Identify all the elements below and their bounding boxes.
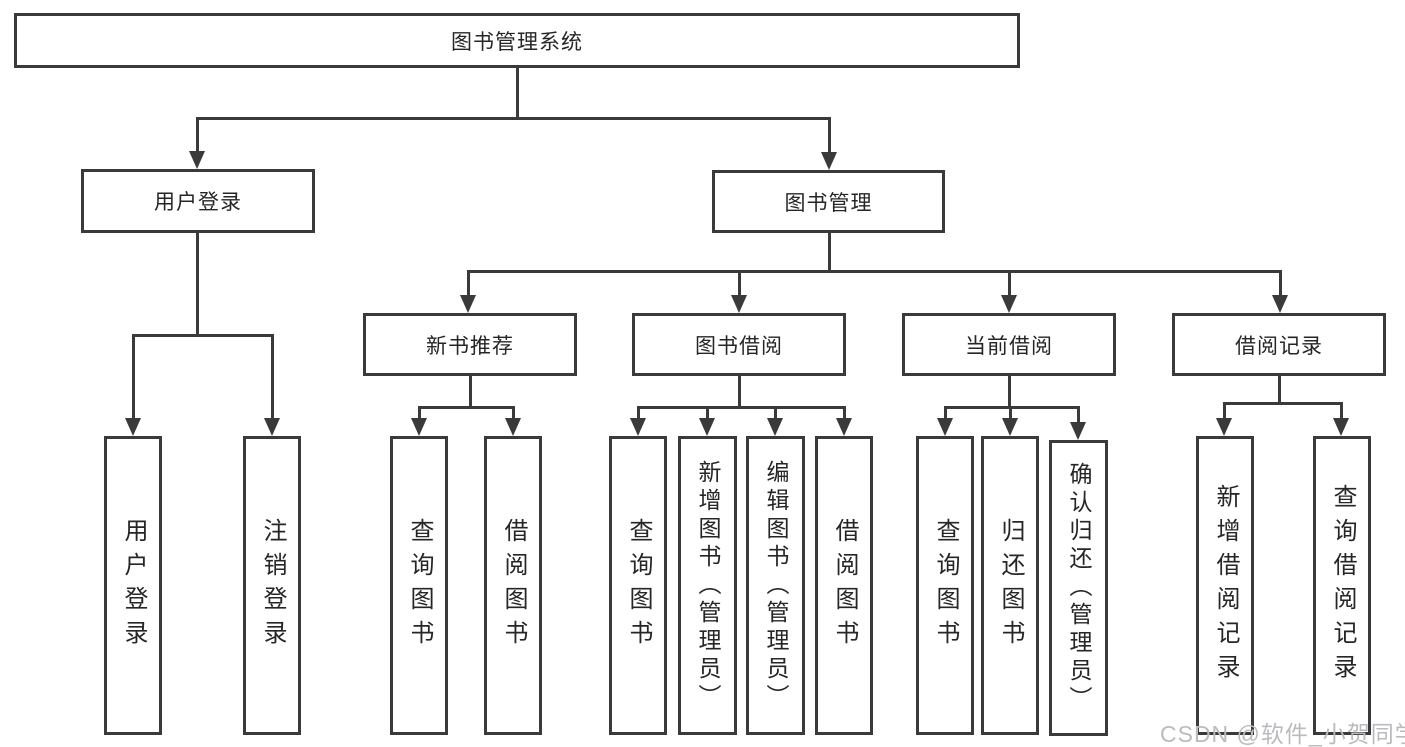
connector-line	[1223, 402, 1226, 420]
arrowhead-down	[125, 418, 141, 436]
connector-line	[1340, 402, 1343, 420]
arrowhead-down	[1216, 418, 1232, 436]
node-label: 查询图书	[406, 517, 433, 654]
connector-line	[1278, 376, 1281, 405]
arrowhead-down	[937, 418, 953, 436]
connector-line	[637, 406, 846, 409]
node-edit-book-admin: 编辑图书（管理员）	[746, 436, 805, 735]
node-label: 用户登录	[154, 191, 242, 214]
connector-line	[843, 406, 846, 420]
connector-line	[196, 117, 199, 153]
node-label: 新书推荐	[426, 334, 514, 358]
arrowhead-down	[1070, 422, 1086, 440]
arrowhead-down	[1001, 295, 1017, 313]
node-new-book-recommend: 新书推荐	[363, 313, 577, 376]
node-label: 归还图书	[997, 517, 1024, 654]
node-book-management: 图书管理	[712, 170, 945, 233]
node-label: 图书管理系统	[451, 30, 583, 54]
arrowhead-down	[699, 418, 715, 436]
connector-line	[467, 270, 470, 298]
connector-line	[828, 233, 831, 273]
node-query-books-recommend: 查询图书	[390, 436, 448, 735]
arrowhead-down	[505, 418, 521, 436]
node-label: 新增图书（管理员）	[695, 459, 721, 712]
node-label: 借阅图书	[500, 517, 527, 654]
node-label: 新增借阅记录	[1212, 483, 1239, 688]
node-label: 查询借阅记录	[1329, 483, 1356, 688]
arrowhead-down	[1002, 418, 1018, 436]
connector-line	[418, 406, 515, 409]
connector-line	[516, 68, 519, 119]
node-label: 图书管理	[784, 191, 873, 215]
connector-line	[512, 406, 515, 420]
connector-line	[706, 406, 709, 420]
node-label: 图书借阅	[695, 334, 783, 358]
arrowhead-down	[460, 295, 476, 313]
node-label: 借阅图书	[831, 517, 858, 654]
node-book-borrowing: 图书借阅	[632, 313, 846, 376]
connector-line	[738, 270, 741, 298]
node-label: 确认归还（管理员）	[1066, 462, 1092, 714]
node-label: 查询图书	[932, 517, 959, 654]
connector-line	[1009, 406, 1012, 420]
arrowhead-down	[411, 418, 427, 436]
arrowhead-down	[821, 152, 837, 170]
connector-line	[418, 406, 421, 420]
connector-line	[1223, 402, 1343, 405]
node-borrow-books-borrowing: 借阅图书	[815, 436, 873, 735]
connector-line	[469, 376, 472, 409]
arrowhead-down	[731, 295, 747, 313]
connector-line	[196, 117, 831, 120]
connector-line	[738, 376, 741, 409]
node-query-borrow-record: 查询借阅记录	[1313, 436, 1371, 735]
node-add-book-admin: 新增图书（管理员）	[678, 436, 737, 735]
node-confirm-return-admin: 确认归还（管理员）	[1049, 440, 1108, 736]
connector-line	[774, 406, 777, 420]
arrowhead-down	[1333, 418, 1349, 436]
node-label: 用户登录	[120, 517, 147, 654]
arrowhead-down	[767, 418, 783, 436]
node-logout-action: 注销登录	[243, 436, 301, 735]
arrowhead-down	[630, 418, 646, 436]
node-query-books-borrowing: 查询图书	[609, 436, 667, 735]
node-query-books-current: 查询图书	[916, 436, 974, 735]
connector-line	[1008, 376, 1011, 409]
connector-line	[1279, 270, 1282, 298]
node-add-borrow-record: 新增借阅记录	[1196, 436, 1254, 735]
node-current-borrowing: 当前借阅	[902, 313, 1116, 376]
node-label: 当前借阅	[965, 334, 1053, 358]
connector-line	[1077, 406, 1080, 424]
node-user-login-module: 用户登录	[81, 169, 315, 233]
connector-line	[944, 406, 947, 420]
arrowhead-down	[264, 418, 280, 436]
node-label: 查询图书	[625, 517, 652, 654]
node-label: 编辑图书（管理员）	[763, 459, 789, 712]
node-borrowing-records: 借阅记录	[1172, 313, 1386, 376]
node-borrow-books-recommend: 借阅图书	[484, 436, 542, 735]
connector-line	[1008, 270, 1011, 298]
node-label: 注销登录	[259, 517, 286, 654]
connector-line	[828, 117, 831, 154]
node-return-books: 归还图书	[981, 436, 1039, 735]
connector-line	[467, 270, 1282, 273]
connector-line	[196, 233, 199, 337]
node-user-login-action: 用户登录	[104, 436, 162, 735]
connector-line	[637, 406, 640, 420]
arrowhead-down	[836, 418, 852, 436]
arrowhead-down	[189, 151, 205, 169]
csdn-watermark: CSDN @软件_小贺同学	[1160, 721, 1405, 747]
connector-line	[132, 334, 135, 420]
connector-line	[271, 334, 274, 420]
node-root-system: 图书管理系统	[14, 13, 1020, 68]
node-label: 借阅记录	[1235, 334, 1323, 358]
arrowhead-down	[1272, 295, 1288, 313]
connector-line	[132, 334, 274, 337]
connector-line	[944, 406, 1080, 409]
